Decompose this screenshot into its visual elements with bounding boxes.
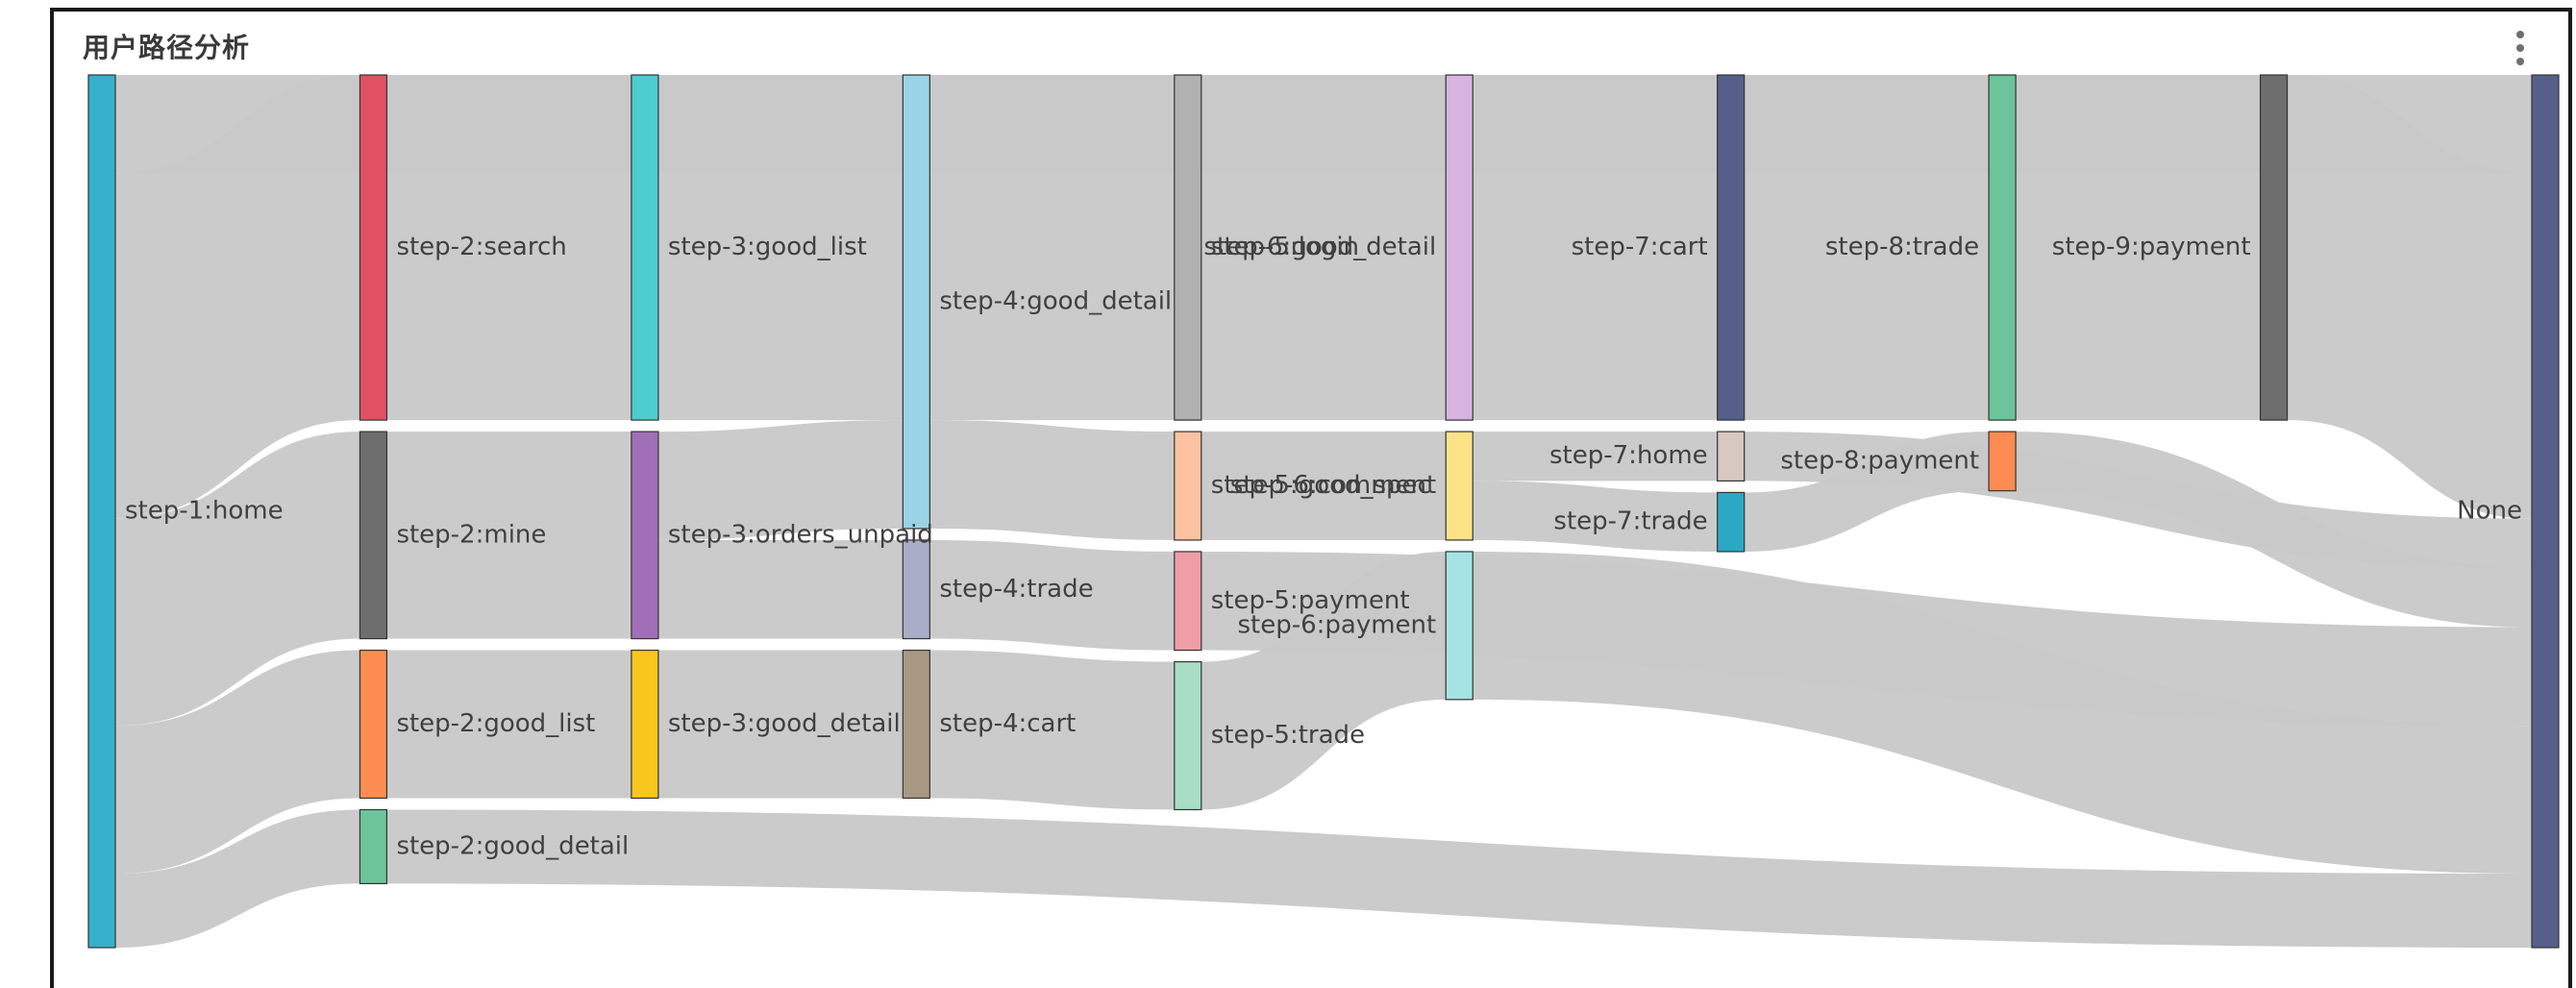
link-step-3-orders-unpaid-to-step-4-trade[interactable] [657,539,904,639]
link-step-4-good-detail-to-step-5-login[interactable] [929,75,1175,421]
node-label-step-2-search: step-2:search [396,233,566,261]
node-label-step-4-cart: step-4:cart [939,709,1076,738]
node-label-step-2-good-list: step-2:good_list [396,709,595,738]
node-step-5-payment[interactable] [1174,551,1202,652]
node-step-2-good-detail[interactable] [359,808,388,885]
node-step-3-orders-unpaid[interactable] [631,431,659,640]
node-step-7-trade[interactable] [1717,491,1746,553]
link-step-4-trade-to-step-5-payment[interactable] [929,539,1175,651]
link-step-1-home-to-step-2-good-list[interactable] [115,650,360,875]
link-step-8-payment-to-none[interactable] [2016,432,2532,628]
node-label-step-7-cart: step-7:cart [1572,233,1708,261]
node-label-none: None [2457,497,2522,526]
node-step-3-good-detail[interactable] [631,649,659,800]
node-step-4-good-detail[interactable] [902,74,930,530]
link-step-1-home-to-step-2-mine[interactable] [115,432,360,727]
link-step-7-trade-to-step-8-payment[interactable] [1744,432,1990,552]
link-step-8-trade-to-step-9-payment[interactable] [2016,75,2261,421]
node-step-8-trade[interactable] [1988,74,2017,421]
node-label-step-4-good-detail: step-4:good_detail [939,286,1172,315]
node-label-step-8-payment: step-8:payment [1780,446,1979,475]
node-step-2-search[interactable] [359,74,388,421]
node-step-1-home[interactable] [87,74,116,949]
link-step-6-comment-to-step-7-trade[interactable] [1473,481,1718,552]
link-step-2-good-detail-to-none[interactable] [386,809,2533,948]
link-step-5-trade-to-step-6-payment[interactable] [1201,551,1447,810]
node-label-step-4-trade: step-4:trade [939,575,1093,604]
link-step-4-good-detail-to-step-5-good-spec[interactable] [929,420,1175,540]
node-step-2-good-list[interactable] [359,649,388,800]
node-step-5-good-spec[interactable] [1174,431,1202,541]
node-step-7-home[interactable] [1717,431,1746,482]
node-label-step-5-good-spec: step-5:good_spec [1211,471,1431,500]
link-step-7-cart-to-step-8-trade[interactable] [1744,75,1990,421]
link-step-6-good-detail-to-step-7-cart[interactable] [1473,75,1718,421]
link-step-3-good-detail-to-step-4-cart[interactable] [657,650,904,799]
node-step-3-good-list[interactable] [631,74,659,421]
link-step-5-good-spec-to-step-6-comment[interactable] [1201,432,1447,540]
link-step-6-comment-to-step-7-home[interactable] [1473,432,1718,482]
node-label-step-8-trade: step-8:trade [1825,233,1979,261]
link-step-4-cart-to-step-5-trade[interactable] [929,650,1175,810]
node-step-6-comment[interactable] [1445,431,1474,541]
node-step-5-trade[interactable] [1174,660,1202,811]
sankey-links [115,75,2533,948]
node-label-step-6-good-detail: step-6:good_detail [1203,233,1436,261]
link-step-5-login-to-step-6-good-detail[interactable] [1201,75,1447,421]
more-vertical-icon[interactable] [2509,29,2532,67]
link-step-3-good-list-to-step-4-good-detail[interactable] [657,75,904,421]
node-step-7-cart[interactable] [1717,74,1746,421]
node-step-4-cart[interactable] [902,649,930,800]
sankey-nodes [87,74,2560,949]
node-label-step-3-orders-unpaid: step-3:orders_unpaid [668,520,933,549]
link-step-9-payment-to-none[interactable] [2287,75,2532,519]
node-label-step-7-trade: step-7:trade [1553,507,1707,536]
link-step-2-search-to-step-3-good-list[interactable] [386,75,632,421]
node-step-4-trade[interactable] [902,539,930,640]
node-label-step-6-payment: step-6:payment [1237,610,1436,639]
node-label-step-2-good-detail: step-2:good_detail [396,831,629,860]
link-step-1-home-to-step-2-good-detail[interactable] [115,809,360,948]
node-step-6-payment[interactable] [1445,551,1474,701]
panel-title: 用户路径分析 [83,32,251,63]
node-label-step-2-mine: step-2:mine [396,520,546,549]
node-label-step-7-home: step-7:home [1549,441,1708,470]
node-label-step-5-payment: step-5:payment [1211,586,1410,615]
node-step-2-mine[interactable] [359,431,388,640]
node-step-9-payment[interactable] [2259,74,2289,421]
node-step-8-payment[interactable] [1988,431,2017,492]
node-label-step-5-login: step-5:login [1211,233,1359,261]
node-step-5-login[interactable] [1174,74,1202,421]
link-step-1-home-to-step-2-search[interactable] [115,75,360,519]
node-label-step-5-trade: step-5:trade [1211,721,1365,750]
link-step-3-orders-unpaid-to-step-4-good-detail[interactable] [657,420,904,540]
node-label-step-1-home: step-1:home [125,497,284,526]
node-label-step-6-comment: step-6:comment [1230,471,1436,500]
node-none[interactable] [2531,74,2560,949]
node-label-step-3-good-list: step-3:good_list [668,233,867,261]
node-label-step-3-good-detail: step-3:good_detail [668,709,901,738]
sankey-labels: step-1:home step-2:search step-2:mine step-… [125,233,2522,860]
link-step-6-payment-to-none[interactable] [1473,551,2532,875]
link-step-2-good-list-to-step-3-good-detail[interactable] [386,650,632,799]
link-step-2-mine-to-step-3-orders-unpaid[interactable] [386,432,632,639]
node-label-step-9-payment: step-9:payment [2052,233,2251,261]
node-step-6-good-detail[interactable] [1445,74,1474,421]
